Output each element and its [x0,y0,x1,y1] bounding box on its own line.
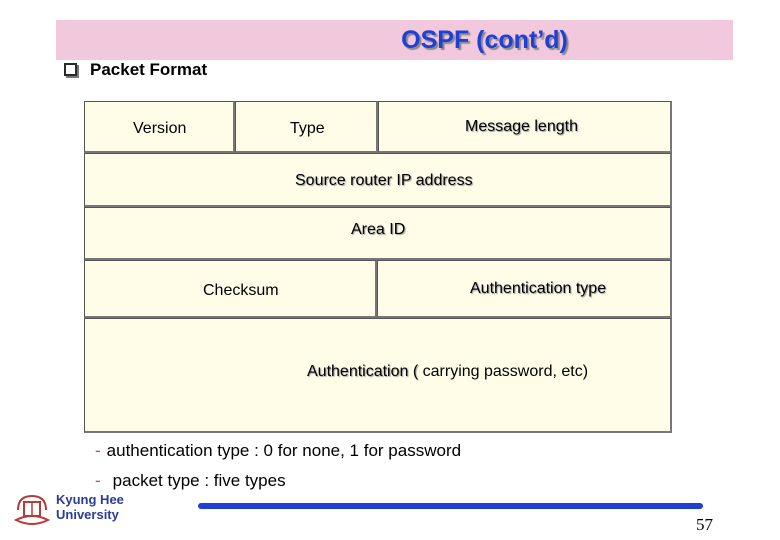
field-checksum: Checksum [84,260,377,318]
field-authentication: Authentication ( carrying password, etc) [84,318,672,433]
page-number: 57 [696,515,713,534]
field-version: Version [84,101,235,153]
university-line-2: University [56,507,119,522]
field-auth-type: Authentication type [377,260,672,318]
footer-accent-line [198,503,703,509]
square-bullet-icon [64,63,77,76]
authentication-main-text: Authentication ( [307,363,419,380]
field-type: Type [235,101,378,153]
field-source-router-label: Source router IP address [295,172,473,189]
field-area-id-label: Area ID [351,221,406,238]
dash-bullet: - [95,441,101,460]
note-packet-type: -packet type : five types [95,471,286,491]
heading-text: Packet Format [90,60,208,79]
university-line-1: Kyung Hee [56,492,124,507]
dash-bullet: - [95,471,101,490]
note-auth-type: -authentication type : 0 for none, 1 for… [95,441,461,461]
field-type-label: Type [290,120,325,137]
field-area-id: Area ID [84,207,672,260]
field-version-label: Version [133,120,187,137]
note-text: authentication type : 0 for none, 1 for … [106,441,462,460]
field-auth-type-label: Authentication type [470,280,607,297]
note-text: packet type : five types [112,471,286,490]
title-bar: OSPF (cont’d) [56,20,733,60]
field-checksum-label: Checksum [203,282,279,299]
authentication-note-text: carrying password, etc) [418,363,589,380]
field-authentication-label: Authentication ( carrying password, etc) [307,363,588,381]
university-logo-icon [13,494,51,525]
field-message-length-label: Message length [465,118,578,135]
university-name: Kyung Hee University [56,492,124,522]
field-source-router: Source router IP address [84,153,672,207]
slide-title: OSPF (cont’d) [401,26,568,54]
field-message-length: Message length [378,101,672,153]
